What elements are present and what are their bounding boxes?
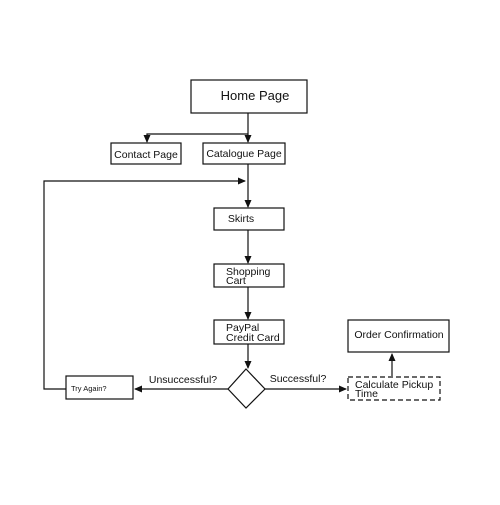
home-page-label: Home Page [221,88,290,103]
try-again-label: Try Again? [71,384,107,393]
catalogue-page-label: Catalogue Page [206,148,281,160]
contact-page-label: Contact Page [114,149,178,161]
payment-decision-diamond [227,368,266,409]
skirts-box [213,207,285,231]
paypal-box [213,319,285,345]
order-confirmation-label: Order Confirmation [354,329,443,341]
successful-edge-label: Successful? [270,373,327,385]
catalogue-page-box [202,142,286,165]
home-page-box [190,79,308,114]
calculate-pickup-label-line2: Time [355,388,378,400]
edge-tryagain-loop [43,177,246,390]
paypal-label-line2: Credit Card [226,332,280,344]
try-again-box [65,375,134,400]
edge-home-contact [143,133,248,143]
calculate-pickup-label-line1: Calculate Pickup [355,379,433,391]
skirts-label: Skirts [228,213,254,225]
order-confirmation-box [347,319,450,353]
calculate-pickup-box [347,376,441,401]
shopping-cart-label-line2: Cart [226,275,246,287]
unsuccessful-edge-label: Unsuccessful? [149,374,217,386]
contact-page-box [110,142,182,165]
paypal-label-line1: PayPal [226,322,259,334]
shopping-cart-label-line1: Shopping [226,266,271,278]
shopping-cart-box [213,263,285,288]
